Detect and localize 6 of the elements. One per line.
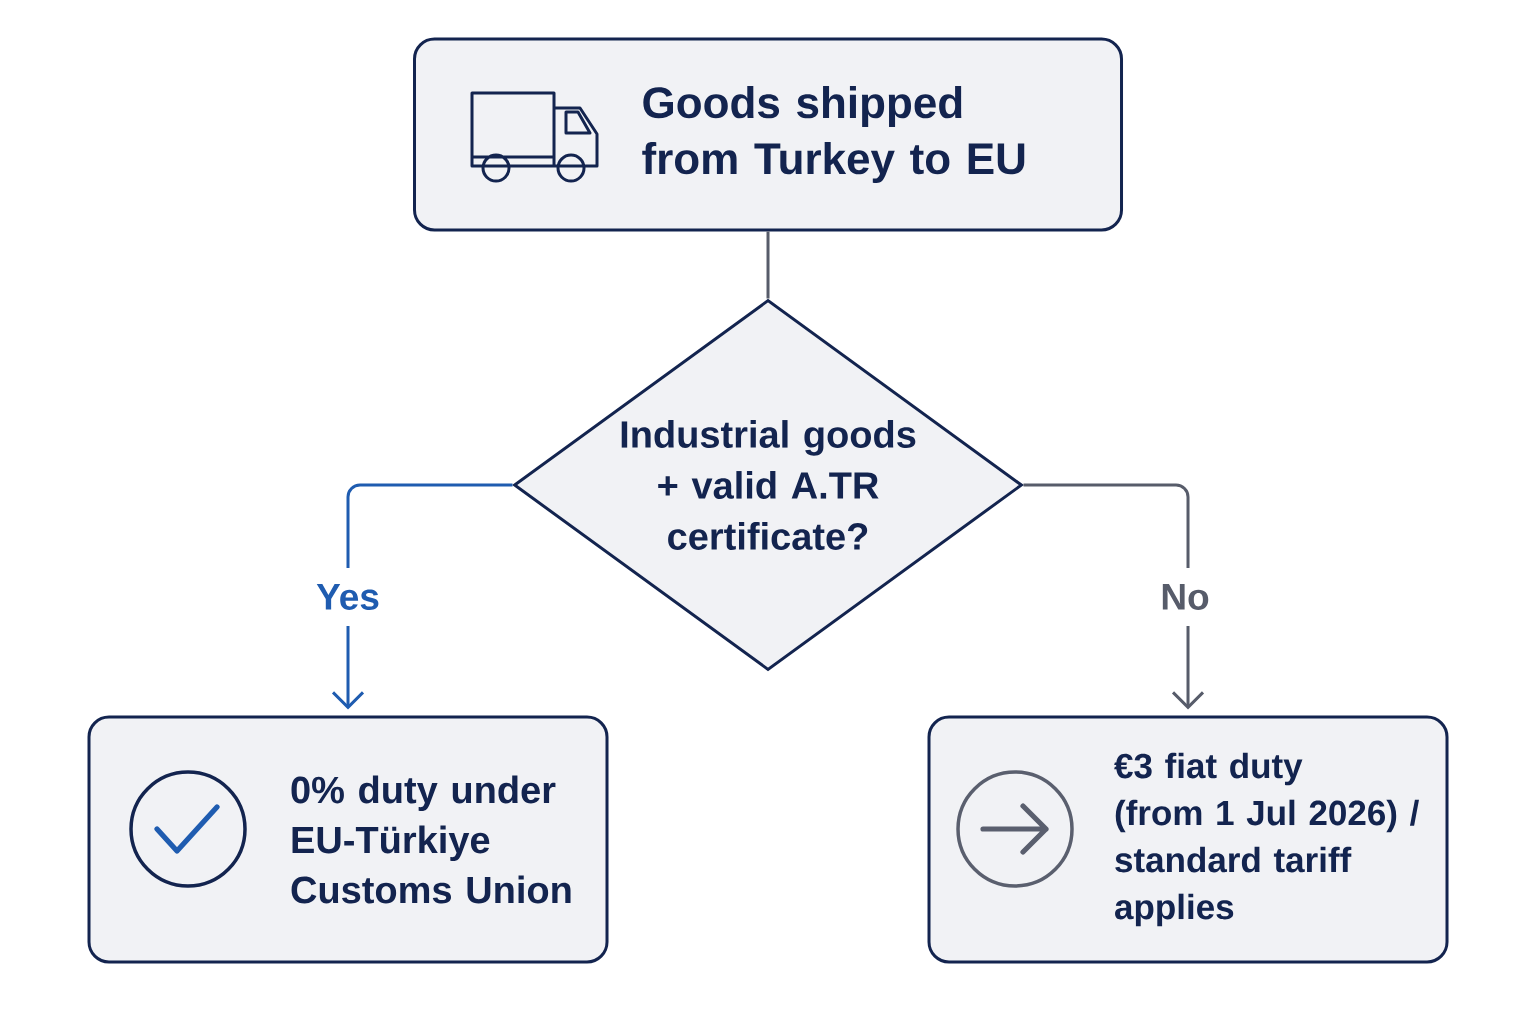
edge-label: No (1154, 568, 1216, 626)
edge-label: Yes (310, 568, 386, 626)
result-box: 0% duty under EU-Türkiye Customs Union (87, 715, 609, 964)
process-box: Goods shipped from Turkey to EU (413, 37, 1123, 232)
connector-line (766, 231, 770, 299)
result-box: €3 fiat duty (from 1 Jul 2026) / standard tariff applies (927, 715, 1449, 964)
